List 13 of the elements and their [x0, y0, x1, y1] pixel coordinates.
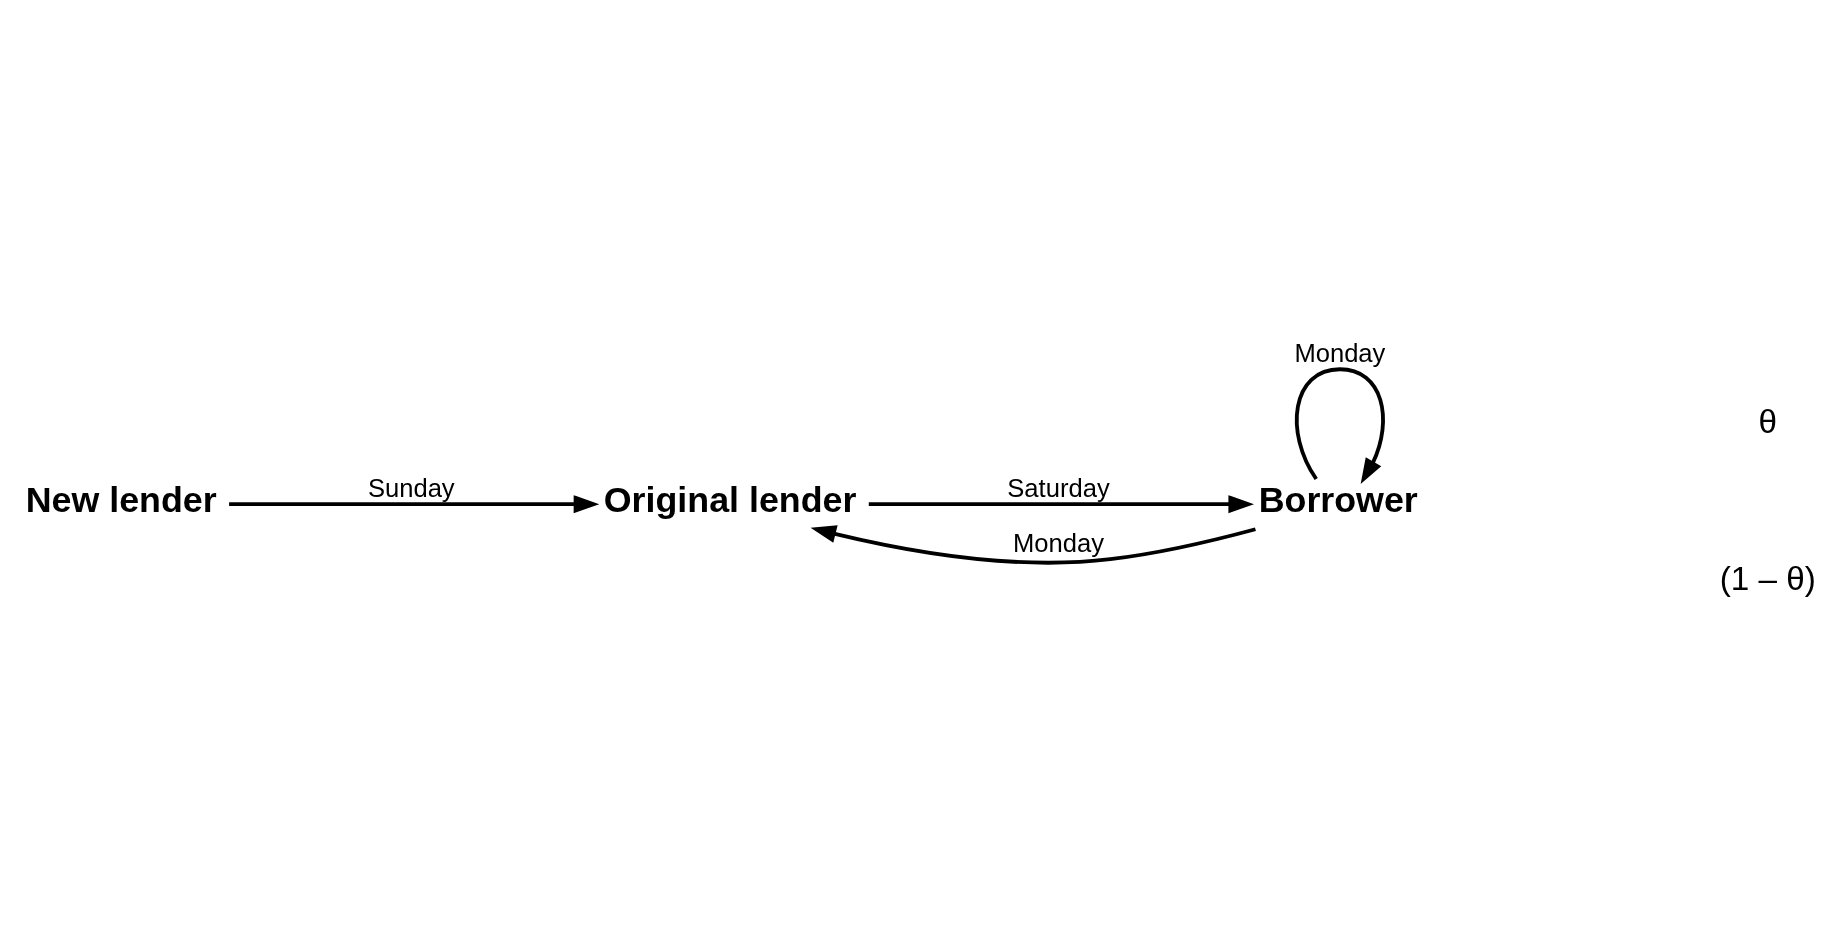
label: (1 – θ) — [1719, 559, 1816, 597]
arrow — [810, 524, 1256, 564]
node-text: Original lender — [603, 479, 857, 520]
node-text: New lender — [25, 479, 217, 520]
edge-label: Saturday — [1007, 473, 1110, 502]
arrow — [1294, 366, 1385, 484]
edge-label: Monday — [1294, 338, 1386, 367]
label: θ — [1758, 402, 1777, 440]
edge-label: Monday — [1013, 528, 1104, 557]
arrow — [229, 494, 600, 513]
node-text: Borrower — [1258, 479, 1418, 520]
arrow — [868, 494, 1255, 513]
edge-label: Sunday — [367, 473, 455, 502]
